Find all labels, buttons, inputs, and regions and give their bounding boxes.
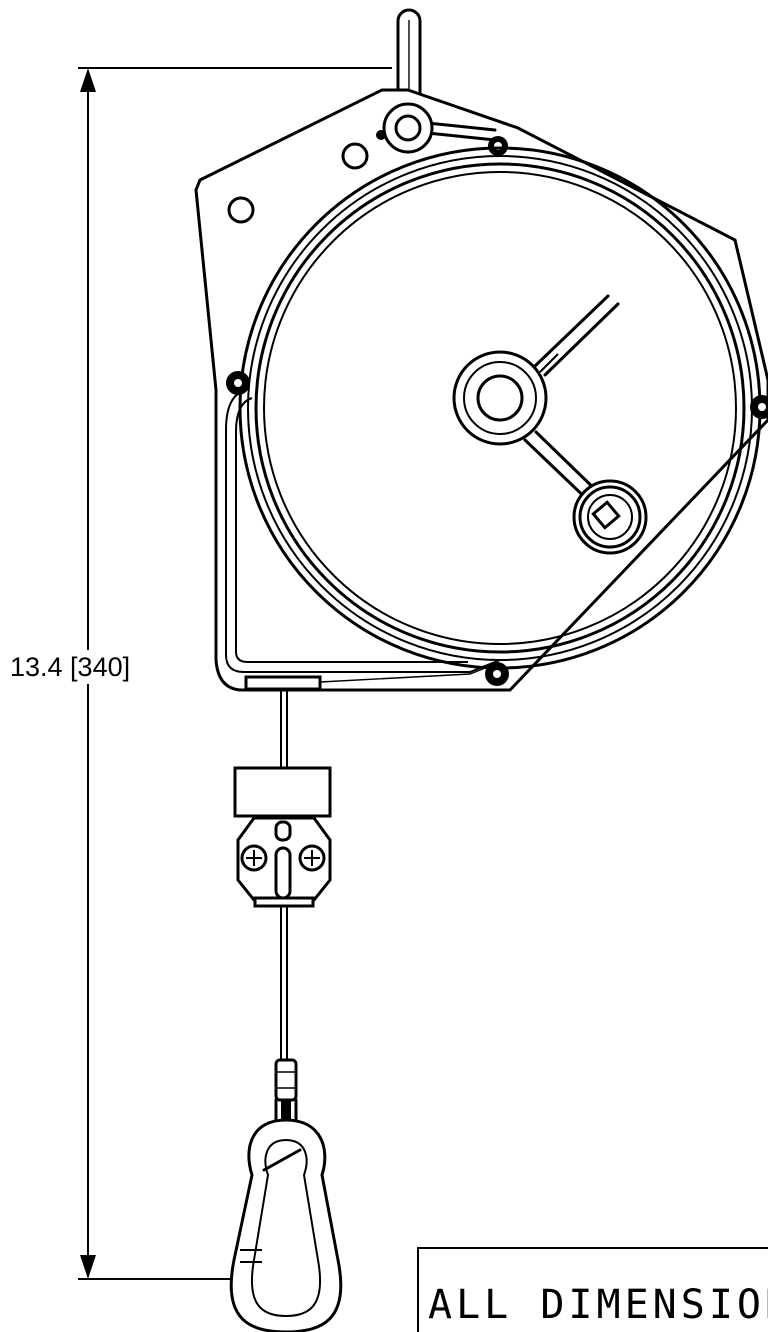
dimension-label: 13.4 [340] (10, 652, 130, 682)
height-dimension: 13.4 [340] (8, 67, 392, 1280)
cable-stop (233, 766, 332, 818)
cable-assembly (233, 675, 332, 1160)
dimension-arrow-bottom (80, 1255, 96, 1279)
mount-hole-left (227, 196, 255, 224)
snap-hook (229, 1118, 343, 1332)
note-text: ALL DIMENSIONS (428, 1282, 768, 1328)
dimension-arrow-top (80, 68, 96, 92)
mount-hole-top (341, 142, 369, 170)
ferrule (274, 1058, 298, 1102)
note-box: ALL DIMENSIONS (417, 1247, 768, 1332)
bolts (226, 371, 768, 686)
